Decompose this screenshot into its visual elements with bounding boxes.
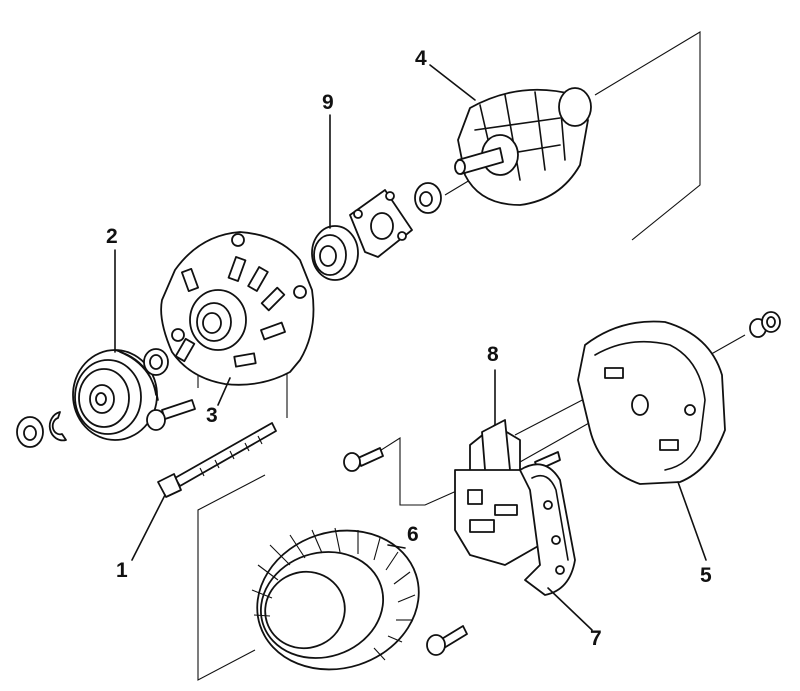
drive-end-housing [160, 231, 315, 386]
callout-6: 6 [407, 523, 419, 546]
bearing-and-retainer [311, 182, 442, 281]
callout-3: 3 [206, 404, 218, 427]
rear-housing [577, 311, 781, 485]
through-bolt [157, 422, 277, 498]
rotor [454, 87, 592, 206]
leader-5 [677, 481, 707, 561]
voltage-regulator [454, 419, 561, 566]
callout-2: 2 [106, 225, 118, 248]
leader-6 [387, 544, 406, 549]
leader-1 [131, 494, 166, 561]
leader-4 [429, 64, 476, 101]
callout-1: 1 [116, 559, 128, 582]
callout-7: 7 [590, 627, 602, 650]
callout-8: 8 [487, 343, 499, 366]
callout-5: 5 [700, 564, 712, 587]
spacer [143, 348, 169, 376]
leader-7 [547, 587, 593, 631]
housing-screw [146, 399, 196, 431]
retaining-washers [16, 411, 67, 448]
regulator-screw [343, 447, 384, 472]
callout-9: 9 [322, 91, 334, 114]
leader-3 [217, 377, 231, 406]
callout-4: 4 [415, 47, 427, 70]
rectifier-bridge [519, 463, 576, 596]
pulley [72, 349, 159, 441]
rectifier-screw [426, 625, 468, 656]
stator [251, 527, 420, 671]
